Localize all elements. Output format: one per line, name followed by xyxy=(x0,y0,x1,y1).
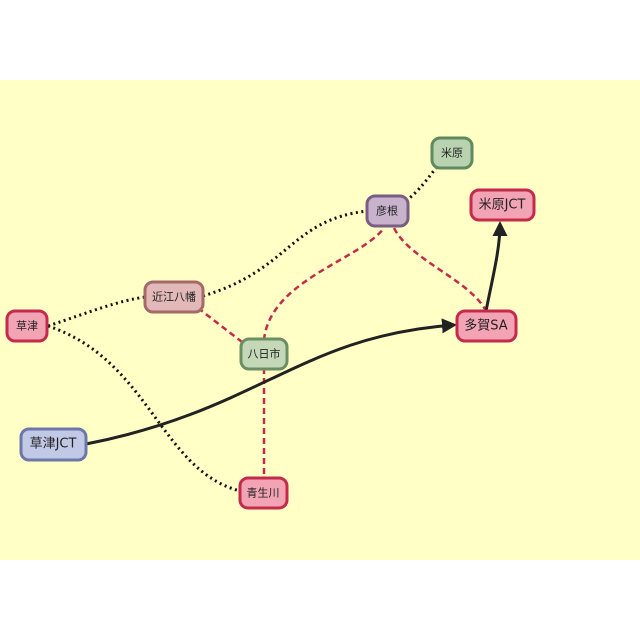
edge-hikone-maibara xyxy=(405,167,438,203)
node-label: 草津JCT xyxy=(30,437,77,452)
edge-kusatsujct-tagasa xyxy=(85,318,457,446)
node-aoyama[interactable]: 青生川 xyxy=(238,476,289,510)
node-maibara-jct[interactable]: 米原JCT xyxy=(469,188,536,222)
node-kusatsu-jct[interactable]: 草津JCT xyxy=(19,427,88,462)
node-maibara[interactable]: 米原 xyxy=(430,136,474,170)
node-kusatsu[interactable]: 草津 xyxy=(5,309,49,343)
node-label: 八日市 xyxy=(248,347,281,361)
node-label: 近江八幡 xyxy=(152,290,196,304)
node-label: 青生川 xyxy=(247,486,280,500)
edge-tagasa-maibarajct xyxy=(484,221,508,312)
node-hikone[interactable]: 彦根 xyxy=(365,194,410,228)
node-taga-sa[interactable]: 多賀SA xyxy=(455,309,518,343)
node-label: 米原 xyxy=(441,147,463,160)
node-label: 彦根 xyxy=(376,204,398,218)
rail-edges xyxy=(47,167,438,493)
diagram-canvas xyxy=(0,80,640,560)
edge-kusatsu-omihachiman xyxy=(47,295,147,328)
node-omihachiman[interactable]: 近江八幡 xyxy=(143,280,205,314)
node-yokaichi[interactable]: 八日市 xyxy=(239,337,289,371)
edge-yokaichi-hikone xyxy=(262,227,385,341)
edge-omihachiman-yokaichi xyxy=(197,307,243,343)
node-label: 多賀SA xyxy=(464,318,507,334)
node-label: 米原JCT xyxy=(479,198,526,213)
edge-kusatsu-aoyama xyxy=(47,324,241,493)
expressway-edges xyxy=(85,221,508,446)
node-label: 草津 xyxy=(16,320,38,333)
road-edges xyxy=(197,227,488,478)
edge-omihachiman-hikone xyxy=(202,209,368,298)
edge-hikone-tagasa xyxy=(392,227,488,312)
